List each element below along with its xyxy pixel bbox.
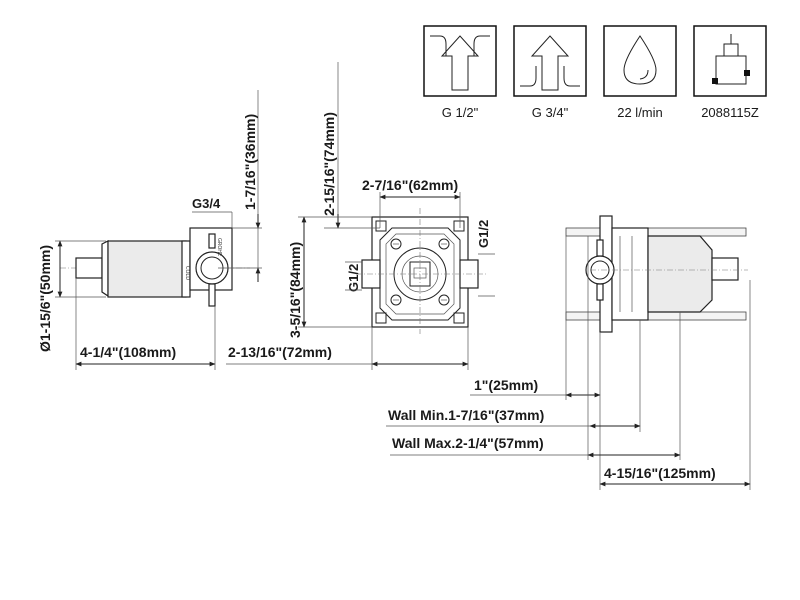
spec-icon-group: G 1/2" G 3/4" 22 l/min 2088115Z: [423, 25, 767, 120]
dimension-height-upper: 2-15/16"(74mm): [321, 112, 337, 216]
dimension-width-total: 2-13/16"(72mm): [228, 344, 332, 360]
port-label-g34: G3/4: [192, 196, 221, 211]
top-view: 2-7/16"(62mm) G1/2 G1/2 2-15/16"(74mm) 3…: [226, 62, 495, 370]
dimension-diameter: Ø1-15/6"(50mm): [37, 245, 53, 352]
dimension-wall-min: Wall Min.1-7/16"(37mm): [388, 407, 544, 423]
icon-label-cartridge: 2088115Z: [701, 105, 759, 120]
icon-label-three-quarter-inch: G 3/4": [532, 105, 569, 120]
dimension-height-total: 3-5/16"(84mm): [287, 242, 303, 338]
front-view: GROHE COLD G3/4 1-7/16"(36mm) Ø1-15/6"(5…: [37, 90, 262, 370]
dimension-height-port: 1-7/16"(36mm): [242, 114, 258, 210]
water-drop-flow-icon: [603, 25, 677, 97]
body-print-brand: GROHE: [216, 238, 222, 256]
port-label-left: G1/2: [346, 264, 361, 292]
dimension-length: 4-1/4"(108mm): [80, 344, 176, 360]
side-view: 1"(25mm) Wall Min.1-7/16"(37mm) Wall Max…: [386, 215, 751, 490]
body-print-cold: COLD: [184, 266, 190, 280]
dimension-depth-total: 4-15/16"(125mm): [604, 465, 716, 481]
icon-label-flow-rate: 22 l/min: [617, 105, 663, 120]
port-label-right: G1/2: [476, 220, 491, 248]
dimension-width: 2-7/16"(62mm): [362, 177, 458, 193]
dimension-wall-max: Wall Max.2-1/4"(57mm): [392, 435, 544, 451]
dimension-depth-1: 1"(25mm): [474, 377, 538, 393]
icon-label-half-inch: G 1/2": [442, 105, 479, 120]
inlet-outlet-half-inch-icon: [423, 25, 497, 97]
inlet-outlet-three-quarter-inch-icon: [513, 25, 587, 97]
cartridge-icon: [693, 25, 767, 97]
